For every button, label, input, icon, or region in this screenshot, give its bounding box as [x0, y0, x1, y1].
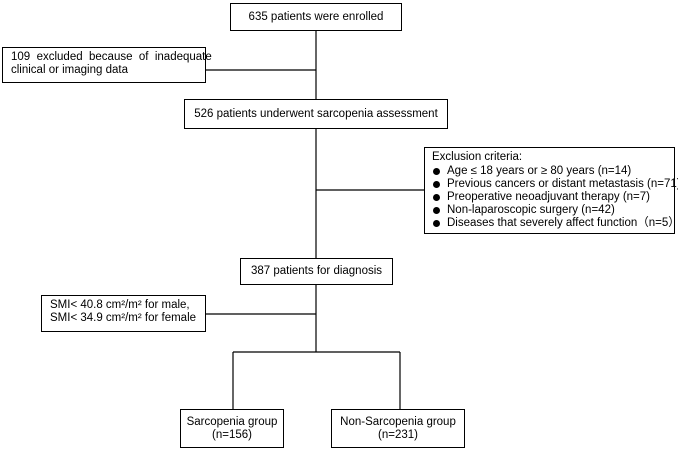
- sarcopenia-group-label: Sarcopenia group: [186, 415, 278, 428]
- enrolled-box: 635 patients were enrolled: [230, 3, 402, 31]
- exclusion-item-text: Age ≤ 18 years or ≥ 80 years (n=14): [447, 165, 632, 177]
- smi-criteria-box: SMI< 40.8 cm²/m² for male, SMI< 34.9 cm²…: [41, 295, 206, 332]
- exclusion-criteria-title: Exclusion criteria:: [432, 151, 523, 163]
- exclusion-item: Diseases that severely affect function（n…: [432, 217, 678, 230]
- exclusion-item: Age ≤ 18 years or ≥ 80 years (n=14): [432, 165, 667, 178]
- bullet-icon: [433, 194, 440, 201]
- exclusion-item-text: Non-laparoscopic surgery (n=42): [447, 204, 615, 216]
- bullet-icon: [433, 207, 440, 214]
- exclusion-criteria-box: Exclusion criteria: Age ≤ 18 years or ≥ …: [424, 147, 678, 234]
- smi-line-female: SMI< 34.9 cm²/m² for female: [50, 312, 197, 324]
- exclusion-item: Previous cancers or distant metastasis (…: [432, 178, 678, 191]
- non-sarcopenia-group-label: Non-Sarcopenia group: [340, 415, 456, 428]
- exclusion-item-text: Previous cancers or distant metastasis (…: [447, 178, 678, 190]
- enrolled-text: 635 patients were enrolled: [248, 10, 384, 23]
- excluded-line-2: clinical or imaging data: [11, 64, 128, 76]
- sarcopenia-group-box: Sarcopenia group (n=156): [180, 409, 284, 448]
- sarcopenia-group-count: (n=156): [212, 428, 252, 441]
- bullet-icon: [433, 168, 440, 175]
- excluded-line-1: 109 excluded because of inadequate: [11, 51, 212, 63]
- assessment-text: 526 patients underwent sarcopenia assess…: [194, 107, 438, 120]
- exclusion-item-text: Diseases that severely affect function（n…: [447, 217, 678, 229]
- smi-line-male: SMI< 40.8 cm²/m² for male,: [50, 299, 190, 311]
- exclusion-item: Non-laparoscopic surgery (n=42): [432, 204, 667, 217]
- diagnosis-box: 387 patients for diagnosis: [240, 258, 393, 285]
- non-sarcopenia-group-box: Non-Sarcopenia group (n=231): [331, 409, 465, 448]
- non-sarcopenia-group-count: (n=231): [378, 428, 418, 441]
- excluded-box: 109 excluded because of inadequate clini…: [2, 47, 212, 83]
- exclusion-item-text: Preoperative neoadjuvant therapy (n=7): [447, 191, 650, 203]
- exclusion-item: Preoperative neoadjuvant therapy (n=7): [432, 191, 667, 204]
- assessment-box: 526 patients underwent sarcopenia assess…: [184, 99, 448, 129]
- bullet-icon: [433, 220, 440, 227]
- exclusion-criteria-list: Age ≤ 18 years or ≥ 80 years (n=14) Prev…: [432, 165, 678, 230]
- diagnosis-text: 387 patients for diagnosis: [250, 265, 383, 277]
- bullet-icon: [433, 181, 440, 188]
